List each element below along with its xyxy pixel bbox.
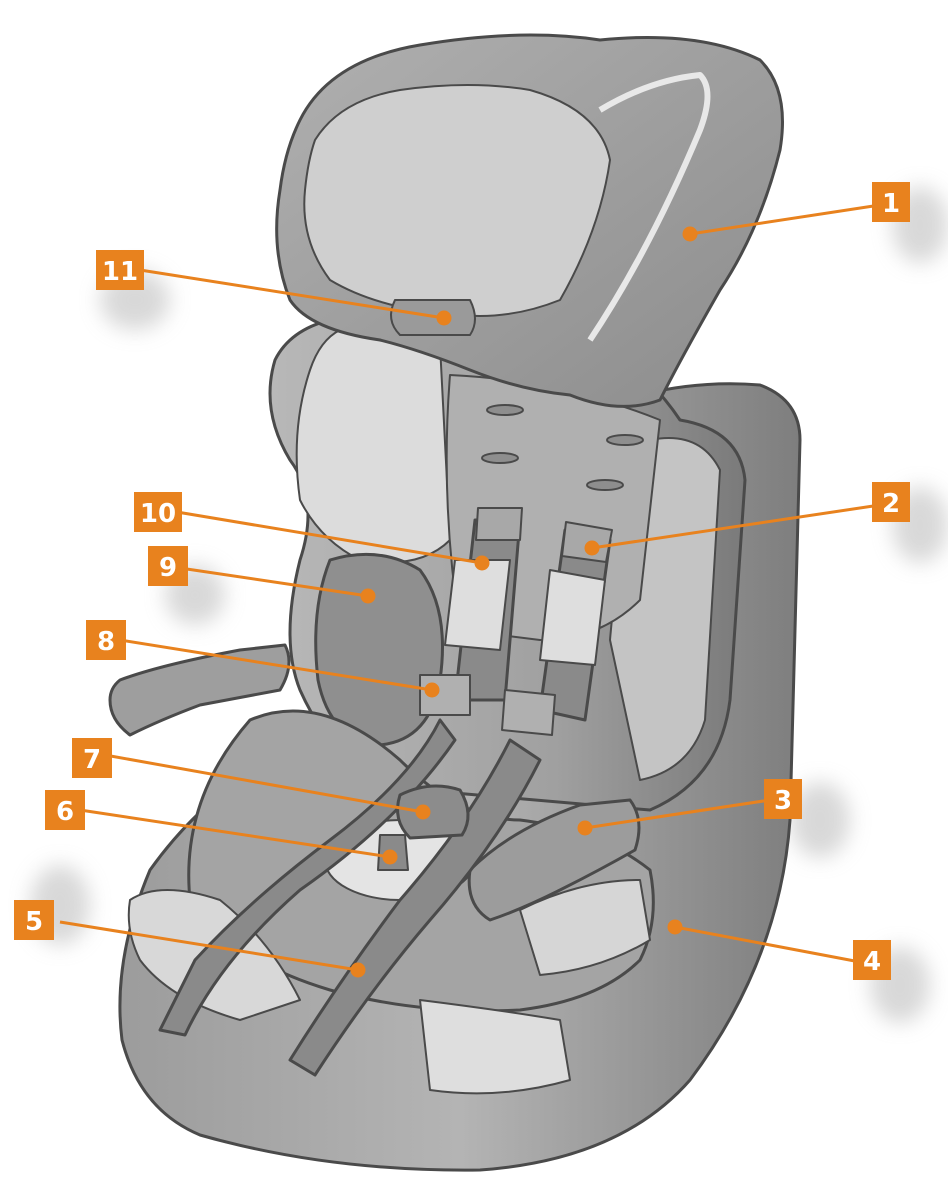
left-armrest — [108, 643, 291, 737]
svg-text:5: 5 — [25, 907, 43, 937]
harness-slots — [481, 404, 644, 491]
svg-text:11: 11 — [102, 257, 138, 287]
headrest-piping — [587, 72, 711, 342]
car-seat-illustration — [108, 33, 802, 1172]
leader-line — [79, 808, 398, 865]
right-side-light-panel — [519, 879, 651, 976]
callout-8: 8 — [86, 620, 126, 660]
leader-line — [584, 503, 881, 556]
svg-text:10: 10 — [140, 499, 176, 529]
leader-line — [164, 508, 490, 571]
headrest-inner-panel — [303, 84, 611, 317]
callout-labels: 1 2 3 4 5 6 7 8 — [14, 182, 910, 980]
callout-6: 6 — [45, 790, 85, 830]
svg-text:4: 4 — [863, 947, 881, 977]
svg-text:6: 6 — [56, 797, 74, 827]
leader-line — [179, 566, 376, 604]
shoulder-pads — [444, 559, 606, 666]
callout-7: 7 — [72, 738, 112, 778]
svg-text:7: 7 — [83, 745, 101, 775]
leader-line — [577, 798, 771, 836]
leader-line — [59, 920, 366, 978]
left-wing-panel — [295, 326, 451, 564]
callout-4: 4 — [853, 940, 891, 980]
svg-text:2: 2 — [882, 489, 900, 519]
leader-line — [119, 638, 440, 698]
leader-line — [104, 753, 431, 820]
callout-11: 11 — [96, 250, 144, 290]
callout-5: 5 — [14, 900, 54, 940]
right-armrest — [467, 798, 641, 922]
strap-covers — [475, 507, 613, 563]
callout-3: 3 — [764, 779, 802, 819]
buckle — [396, 784, 470, 840]
side-cushion — [314, 552, 444, 747]
leader-line — [667, 919, 861, 964]
callout-1: 1 — [872, 182, 910, 222]
leader-lines — [59, 203, 881, 978]
callout-2: 2 — [872, 482, 910, 522]
callout-9: 9 — [148, 546, 188, 586]
svg-text:9: 9 — [159, 553, 177, 583]
callout-10: 10 — [134, 492, 182, 532]
svg-text:1: 1 — [882, 189, 900, 219]
svg-text:8: 8 — [97, 627, 115, 657]
leader-line — [139, 268, 452, 326]
svg-text:3: 3 — [774, 786, 792, 816]
front-right-panel — [419, 999, 571, 1095]
leader-line — [682, 203, 881, 242]
